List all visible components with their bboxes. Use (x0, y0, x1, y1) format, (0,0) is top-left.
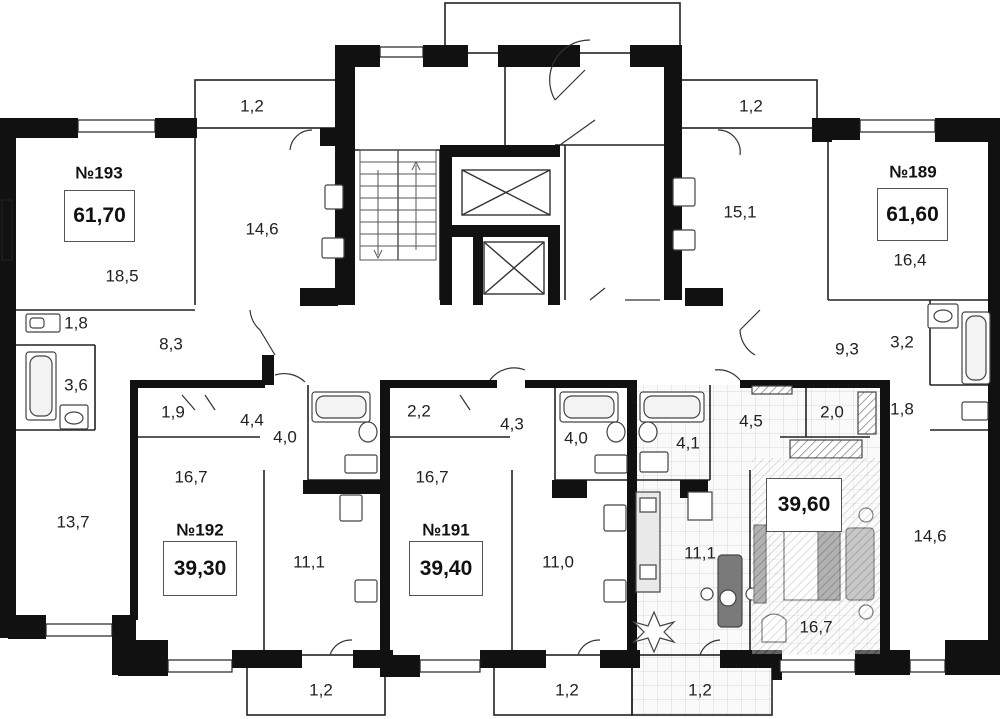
room-area-label: 8,3 (159, 334, 183, 354)
room-area-label: 11,1 (684, 543, 716, 563)
room-area-label: 1,8 (890, 399, 914, 419)
room-area-label: 1,2 (688, 680, 712, 700)
room-area-label: 1,2 (739, 96, 763, 116)
room-area-label: 4,5 (739, 411, 763, 431)
room-area-label: 2,2 (407, 401, 431, 421)
apartment-number: №192 (176, 520, 224, 540)
sanitary-fixtures (25, 177, 991, 603)
room-area-label: 11,0 (542, 552, 574, 572)
room-area-label: 4,0 (564, 428, 588, 448)
room-area-label: 11,1 (293, 552, 325, 572)
staircase (359, 149, 437, 261)
apartment-area-box: 39,30 (163, 541, 237, 596)
room-area-label: 4,3 (500, 414, 524, 434)
room-area-label: 1,2 (240, 96, 264, 116)
room-area-label: 18,5 (105, 266, 139, 286)
room-area-label: 13,7 (56, 512, 90, 532)
apartment-number: №193 (75, 163, 123, 183)
room-area-label: 1,9 (161, 402, 185, 422)
room-area-label: 14,6 (245, 219, 279, 239)
room-area-label: 16,7 (174, 467, 208, 487)
furniture (631, 385, 880, 654)
apartment-area-box: 61,60 (877, 188, 948, 241)
room-area-label: 14,6 (913, 526, 947, 546)
room-area-label: 3,6 (64, 375, 88, 395)
apartment-area-box: 61,70 (64, 190, 135, 242)
room-area-label: 4,4 (240, 410, 264, 430)
room-area-label: 1,2 (309, 680, 333, 700)
apartment-number: №191 (422, 520, 470, 540)
door-swings (181, 39, 761, 656)
elevator-shafts (461, 169, 551, 295)
room-area-label: 16,4 (893, 250, 927, 270)
room-area-label: 4,0 (273, 427, 297, 447)
windows (1, 46, 946, 673)
room-area-label: 9,3 (835, 339, 859, 359)
room-area-label: 3,2 (890, 332, 914, 352)
room-area-label: 16,7 (799, 617, 833, 637)
room-area-label: 1,8 (64, 313, 88, 333)
room-area-label: 15,1 (723, 202, 757, 222)
apartment-area-box: 39,60 (766, 478, 842, 532)
room-area-label: 2,0 (820, 402, 844, 422)
room-area-label: 1,2 (555, 680, 579, 700)
apartment-number: №189 (889, 162, 937, 182)
apartment-area-box: 39,40 (409, 541, 483, 596)
room-area-label: 16,7 (415, 467, 449, 487)
room-area-label: 4,1 (676, 433, 700, 453)
